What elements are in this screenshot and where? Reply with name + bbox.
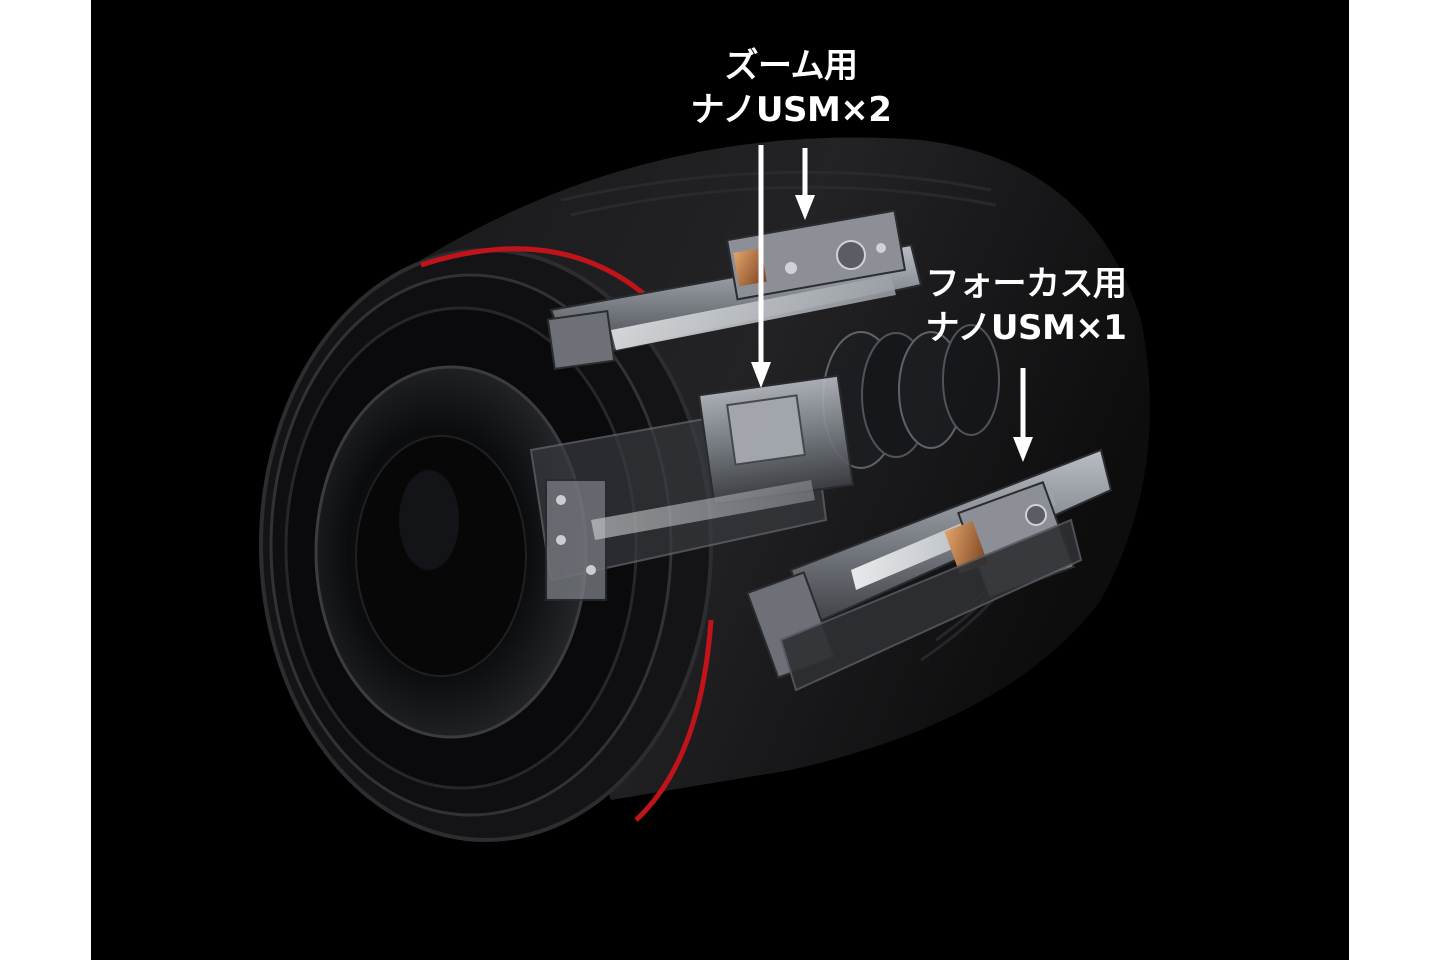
zoom-usm-label-line1: ズーム用 — [724, 46, 858, 86]
red-ring — [420, 246, 653, 302]
focus-usm-unit — [746, 448, 1113, 692]
callout-arrows — [751, 145, 1033, 462]
focus-arrow — [1013, 368, 1033, 462]
focus-usm-label-line1: フォーカス用 — [925, 264, 1128, 304]
internal-lens-group — [822, 324, 1000, 469]
zoom-usm-unit-upper — [546, 209, 923, 371]
lens-cutaway-illustration — [259, 137, 1150, 842]
zoom-arrow-lower — [751, 145, 771, 388]
lens-diagram-stage: ズーム用 ナノUSM×2 フォーカス用 ナノUSM×1 — [91, 0, 1349, 960]
focus-usm-label: フォーカス用 ナノUSM×1 — [906, 262, 1146, 350]
zoom-arrow-upper — [795, 148, 815, 220]
focus-usm-label-line2: ナノUSM×1 — [925, 308, 1127, 348]
zoom-usm-label-line2: ナノUSM×2 — [690, 90, 892, 130]
zoom-usm-label: ズーム用 ナノUSM×2 — [651, 44, 931, 132]
zoom-usm-unit-lower — [529, 374, 855, 601]
